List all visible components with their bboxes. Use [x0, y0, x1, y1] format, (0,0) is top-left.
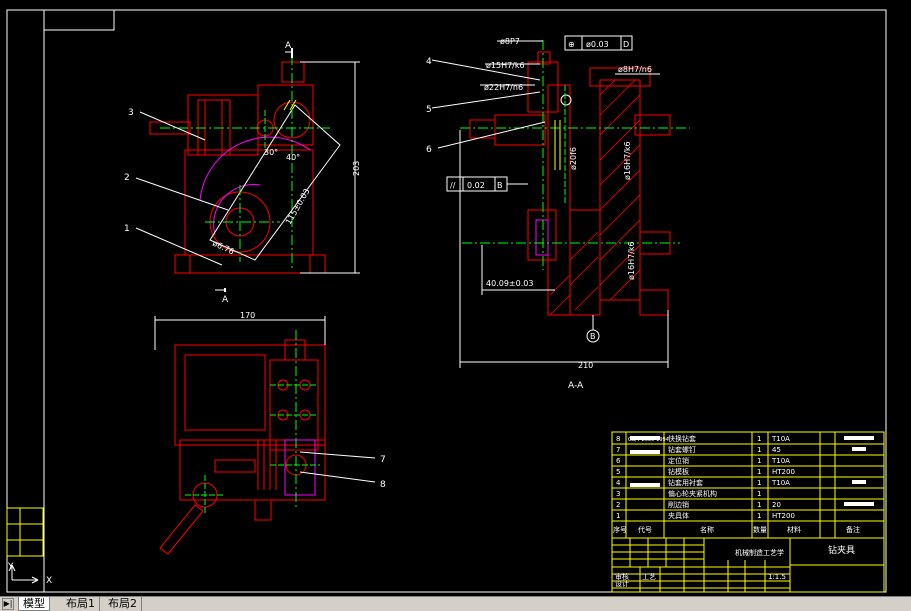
bom-qty: 1 [757, 512, 761, 520]
dim-fit-16h7k6-a: ø16H7/k6 [623, 141, 632, 180]
layout-tab-bar: ▶| 模型 布局1 布局2 [0, 596, 911, 611]
callout-5: 5 [426, 105, 432, 115]
front-view [135, 48, 360, 292]
section-mark-a-top: A [285, 41, 292, 51]
section-mark-a-bottom: A [222, 295, 229, 305]
ucs-icon [8, 564, 39, 584]
bom-material: HT200 [772, 512, 795, 520]
bom-no: 6 [616, 457, 621, 465]
tab-model[interactable]: 模型 [18, 597, 50, 611]
title-school: 机械制造工艺学 [735, 548, 784, 557]
bom-no: 5 [616, 468, 620, 476]
dim-fit-16h7k6-b: ø16H7/k6 [627, 241, 636, 280]
bom-name: 钻套用衬套 [668, 478, 703, 487]
dim-210: 210 [578, 361, 593, 370]
bom-qty: 1 [757, 490, 761, 498]
bom-qty: 1 [757, 435, 761, 443]
dim-fit-22h7n6: ø22H7/n6 [484, 83, 523, 92]
callout-3: 3 [128, 108, 134, 118]
bom-header-code: 代号 [638, 525, 652, 534]
tol-parallel-symbol: // [450, 181, 456, 190]
title-drawing-name: 钻夹具 [828, 544, 855, 556]
dim-fit-8h7n6: ø8H7/n6 [618, 65, 652, 74]
ucs-x-label: X [46, 576, 52, 586]
bom-no: 8 [616, 435, 620, 443]
sheet-border-outer [6, 9, 887, 593]
tol-position-datum: D [623, 40, 629, 49]
tol-position-symbol: ⊕ [568, 40, 575, 49]
bom-material: 20 [772, 501, 781, 509]
model-space-canvas[interactable]: A A A-A 3 2 1 4 5 6 7 8 203 170 210 30° … [0, 0, 911, 596]
bom-no: 4 [616, 479, 621, 487]
tab-layout2[interactable]: 布局2 [104, 597, 142, 611]
bom-name: 快换钻套 [668, 434, 696, 443]
tab-nav-next-icon[interactable]: ▶| [2, 598, 14, 610]
bom-qty: 1 [757, 501, 761, 509]
bom-name: 偏心轮夹紧机构 [668, 489, 717, 498]
bom-qty: 1 [757, 457, 761, 465]
callout-7: 7 [380, 455, 386, 465]
section-view [431, 35, 690, 368]
tol-position-value: ø0.03 [586, 40, 609, 49]
left-margin-stamps [6, 507, 44, 557]
callout-6: 6 [426, 145, 432, 155]
callout-8: 8 [380, 480, 386, 490]
bom-qty: 1 [757, 446, 761, 454]
bom-name: 削边销 [668, 500, 689, 509]
dim-dia-6: ø6.76 [211, 239, 235, 257]
dim-170: 170 [240, 311, 255, 320]
title-scale: 1:1.5 [768, 573, 786, 581]
top-view [154, 316, 376, 555]
bom-material: 45 [772, 446, 781, 454]
dim-angle-40: 40° [286, 153, 300, 162]
bom-name: 钻模板 [668, 467, 689, 476]
callout-4: 4 [426, 57, 432, 67]
bom-name: 定位销 [668, 456, 689, 465]
tol-parallel-value: 0.02 [467, 181, 485, 190]
tab-layout1[interactable]: 布局1 [62, 597, 100, 611]
title-design: 设计 [615, 579, 629, 588]
dim-fit-8p7: ø8P7 [500, 37, 520, 46]
dim-dia-20: ø20f6 [569, 147, 578, 170]
bom-material: HT200 [772, 468, 795, 476]
bom-code: GB/T 2089-1994 [628, 437, 669, 443]
cad-drawing: A A A-A 3 2 1 4 5 6 7 8 203 170 210 30° … [6, 9, 887, 593]
section-view-title: A-A [568, 381, 584, 391]
title-block [611, 537, 885, 593]
bom-header-note: 备注 [846, 525, 860, 534]
dim-40-09: 40.09±0.03 [486, 279, 533, 288]
ucs-y-label: Y [7, 562, 14, 572]
tol-parallel-datum: B [497, 181, 503, 190]
dim-fit-15h7k6: ø15H7/k6 [486, 61, 525, 70]
bom-no: 1 [616, 512, 620, 520]
bom-material: T10A [771, 457, 790, 465]
callout-1: 1 [124, 224, 130, 234]
bom-name: 夹具体 [668, 511, 689, 520]
bom-header-material: 材料 [787, 525, 801, 534]
callout-2: 2 [124, 173, 130, 183]
title-process: 工艺 [642, 573, 656, 581]
bom-table [611, 431, 885, 539]
bom-material: T10A [771, 435, 790, 443]
bom-header-qty: 数量 [753, 525, 767, 534]
bom-no: 7 [616, 446, 620, 454]
bom-header-name: 名称 [700, 525, 714, 534]
bom-qty: 1 [757, 468, 761, 476]
bom-no: 3 [616, 490, 620, 498]
dim-203: 203 [352, 161, 361, 176]
corner-code-box [43, 9, 115, 31]
bom-name: 钻套螺钉 [668, 445, 696, 454]
bom-header-no: 序号 [613, 525, 627, 534]
dim-115: 115±0.03 [284, 187, 312, 226]
bom-qty: 1 [757, 479, 761, 487]
title-approve: 审核 [615, 572, 629, 581]
dim-angle-30: 30° [264, 148, 278, 157]
bom-material: T10A [771, 479, 790, 487]
datum-b-label: B [590, 332, 596, 341]
bom-no: 2 [616, 501, 620, 509]
